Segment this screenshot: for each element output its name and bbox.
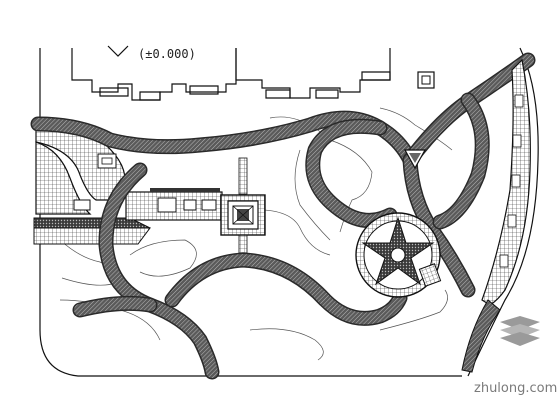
triangle-node: [403, 149, 427, 170]
entrance-walkway: [33, 188, 223, 245]
watermark: zhulong.com: [474, 316, 557, 396]
site-boundary: [39, 47, 539, 377]
lower-left-path: [72, 295, 158, 318]
main-paths: [30, 52, 536, 380]
central-pavilion: [220, 194, 266, 236]
watermark-text: zhulong.com: [474, 381, 557, 396]
star-plaza: [355, 212, 442, 298]
elevation-label: (±0.000): [138, 47, 196, 61]
marker-square: [417, 71, 435, 89]
building-footprints: [71, 45, 391, 101]
right-edge-paving: [461, 58, 531, 373]
zhulong-logo-icon: [500, 316, 540, 346]
